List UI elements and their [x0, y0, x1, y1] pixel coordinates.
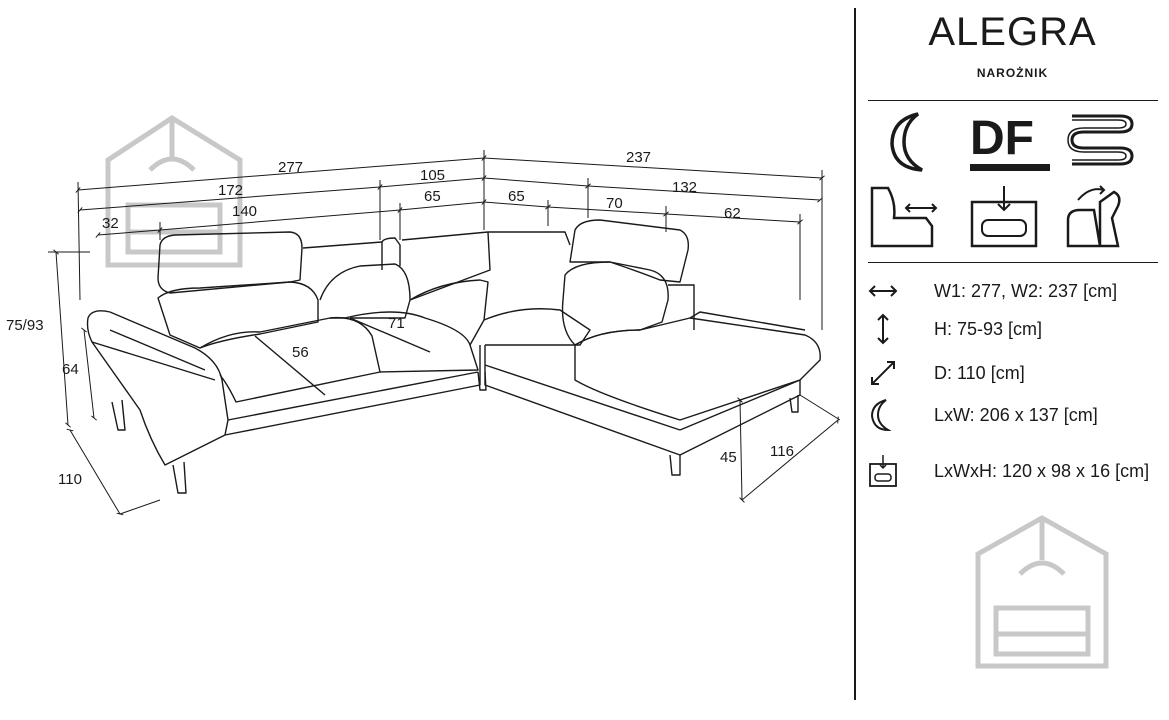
- df-icon: DF: [964, 106, 1054, 176]
- dim-w-total-right: 237: [626, 149, 651, 166]
- dim-h-arm: 64: [62, 361, 79, 378]
- spec-row-depth: D: 110 [cm]: [856, 356, 1169, 390]
- dim-seat-width: 71: [388, 315, 405, 332]
- dim-w-left-cushions: 140: [232, 203, 257, 220]
- watermark-logo-right: [972, 514, 1112, 674]
- dim-seat-depth: 56: [292, 344, 309, 361]
- spec-text-depth: D: 110 [cm]: [934, 363, 1025, 383]
- width-arrow-icon: [866, 274, 900, 308]
- spec-row-sleep-area: LxW: 206 x 137 [cm]: [856, 398, 1169, 432]
- spec-text-storage: LxWxH: 120 x 98 x 16 [cm]: [934, 461, 1150, 481]
- product-name: ALEGRA: [928, 10, 1097, 54]
- dim-h-total: 75/93: [6, 317, 44, 334]
- spec-text-sleep-area: LxW: 206 x 137 [cm]: [934, 405, 1098, 425]
- height-arrow-icon: [866, 312, 900, 346]
- spec-row-storage: LxWxH: 120 x 98 x 16 [cm]: [856, 454, 1169, 488]
- spec-text-height: H: 75-93 [cm]: [934, 319, 1043, 339]
- dim-w-right-part: 132: [672, 179, 697, 196]
- spec-row-height: H: 75-93 [cm]: [856, 312, 1169, 346]
- product-type: NAROŻNIK: [976, 66, 1049, 80]
- feature-icons: DF: [866, 106, 1156, 256]
- dim-d-left: 110: [58, 471, 82, 488]
- moon-icon: [866, 106, 956, 176]
- dim-w-back-right: 70: [606, 195, 623, 212]
- sleep-area-icon: [866, 398, 900, 432]
- info-panel: ALEGRA NAROŻNIK DF W1: 277, W2: 2: [856, 0, 1169, 720]
- divider-top: [868, 100, 1158, 101]
- depth-arrow-icon: [866, 356, 900, 390]
- df-label: DF: [970, 112, 1034, 165]
- spec-row-width: W1: 277, W2: 237 [cm]: [856, 274, 1169, 308]
- spec-text-width: W1: 277, W2: 237 [cm]: [934, 281, 1118, 301]
- vertical-divider: [854, 8, 856, 700]
- dimension-lines: [48, 150, 841, 516]
- storage-box-icon: [964, 182, 1054, 252]
- dim-w-corner: 105: [420, 167, 445, 184]
- dim-d-chaise: 116: [770, 443, 794, 460]
- adjustable-headrest-icon: [1060, 182, 1150, 252]
- dim-w-corner-right: 65: [508, 188, 525, 205]
- dim-w-chaise: 62: [724, 205, 741, 222]
- divider-middle: [868, 262, 1158, 263]
- wave-spring-icon: [1060, 106, 1150, 176]
- storage-size-icon: [866, 454, 900, 488]
- sofa-extend-icon: [866, 182, 956, 252]
- dim-w-left-seat: 172: [218, 182, 243, 199]
- dim-w-corner-left: 65: [424, 188, 441, 205]
- dimension-labels: 277 237 172 105 132 32 140 65 65 70 62 7…: [6, 149, 794, 488]
- sofa-outline: [86, 219, 821, 494]
- dim-w-arm: 32: [102, 215, 119, 232]
- dim-h-seat: 45: [720, 449, 737, 466]
- sofa-technical-drawing: 277 237 172 105 132 32 140 65 65 70 62 7…: [6, 115, 841, 516]
- dim-w-total-left: 277: [278, 159, 303, 176]
